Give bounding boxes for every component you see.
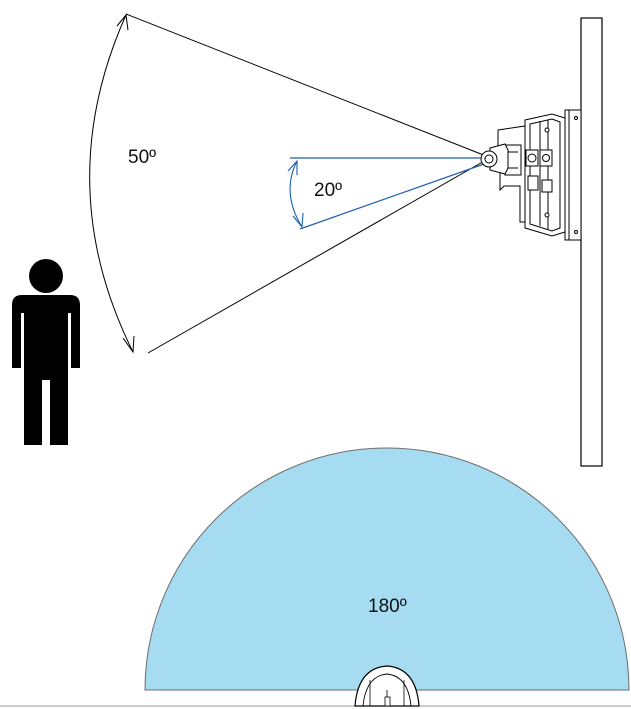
wide-angle-label: 50º (128, 147, 156, 168)
narrow-angle-arc (287, 159, 304, 229)
sensor-side-view-icon (480, 109, 582, 241)
wall (580, 17, 603, 467)
narrow-angle-label: 20º (314, 180, 342, 201)
narrow-field-lines (290, 157, 485, 230)
horizontal-coverage-area (144, 447, 630, 691)
horizontal-angle-label: 180º (368, 596, 407, 617)
sensor-top-view-icon (354, 665, 420, 707)
wide-field-lines (125, 13, 487, 354)
wide-angle-arc (89, 13, 135, 354)
person-icon (12, 259, 80, 445)
